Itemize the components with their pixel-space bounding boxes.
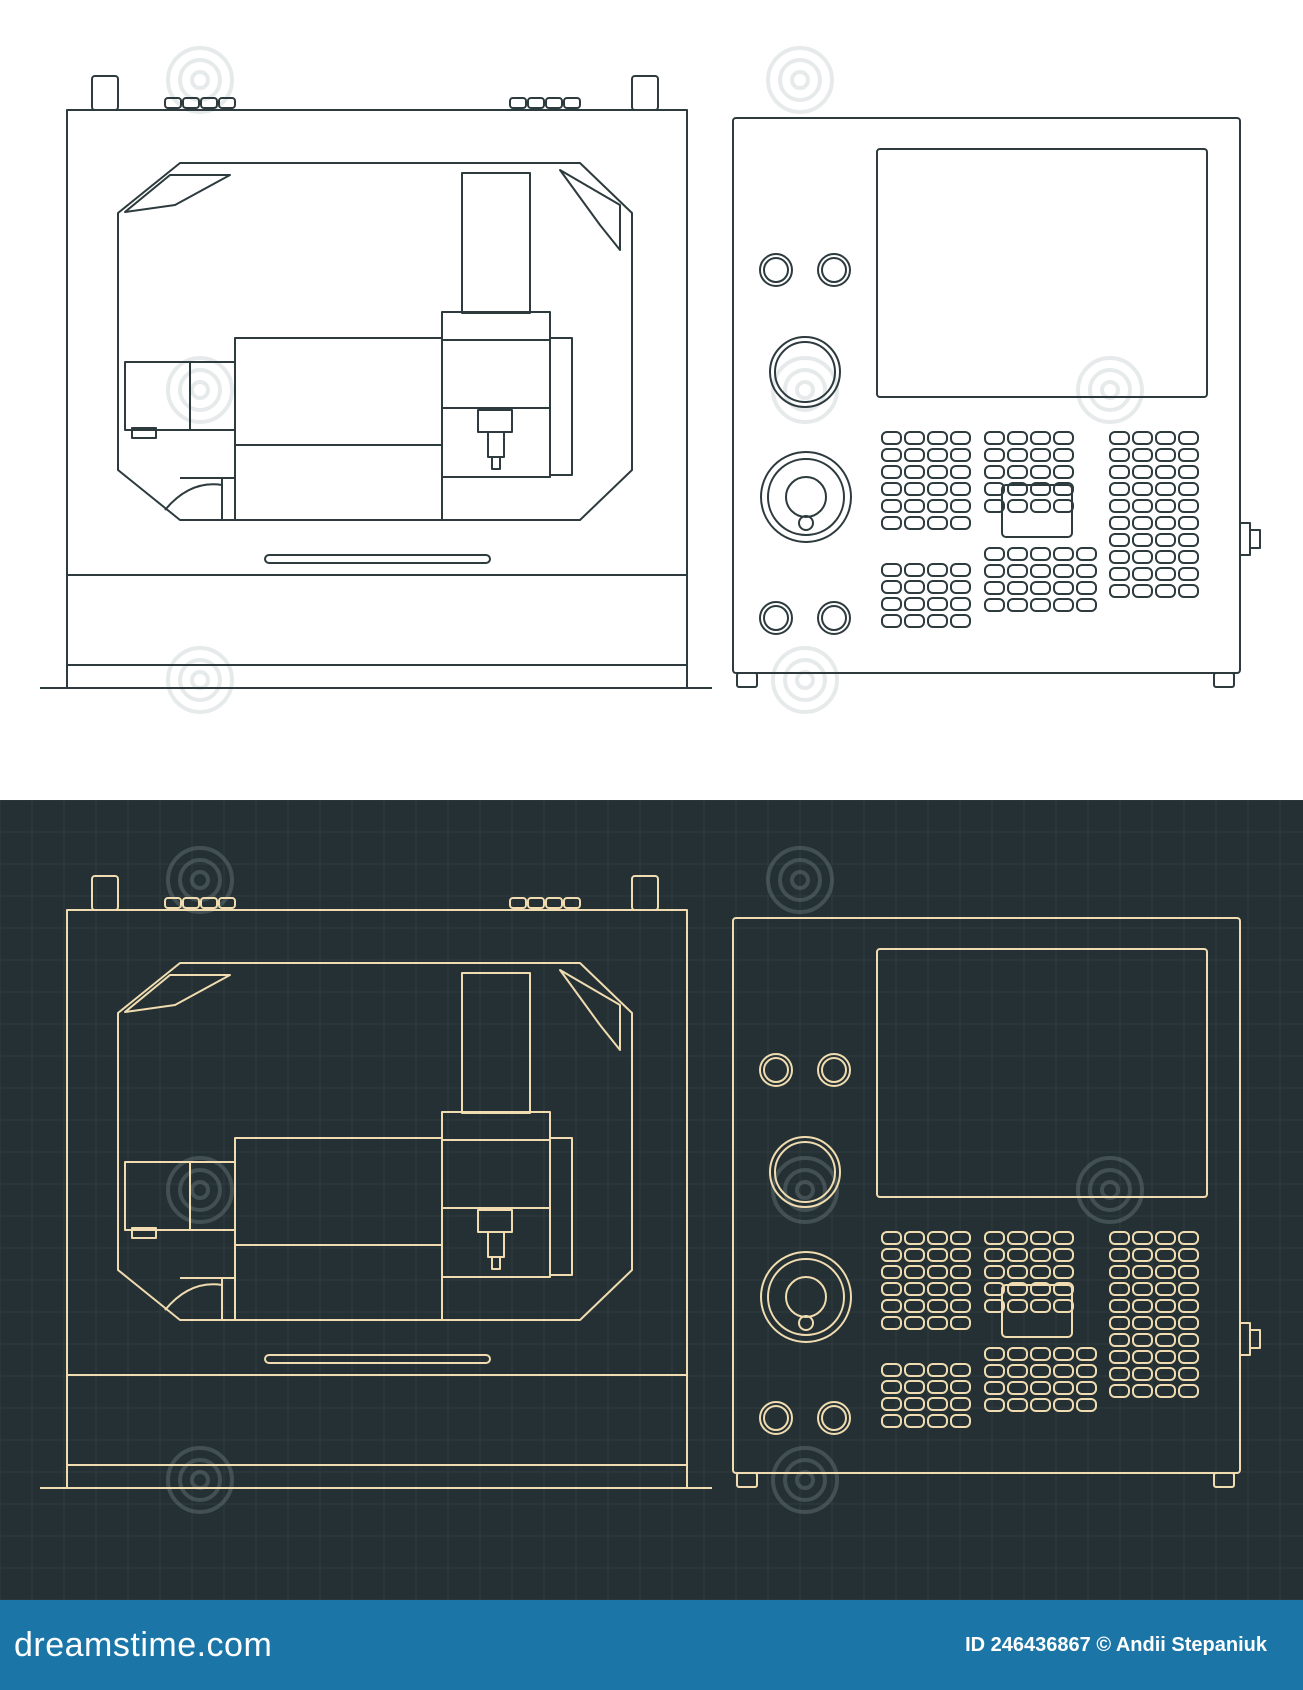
cnc-mill-drawing [40,75,712,689]
author-name: © Andii Stepaniuk [1096,1633,1267,1656]
spiral-logo-icon [771,1446,839,1514]
cnc-mill-drawing [40,875,712,1489]
spiral-logo-icon [166,356,234,424]
light-blueprint-panel [0,0,1303,800]
spiral-logo-icon [771,356,839,424]
controller-panel-drawing [732,117,1261,688]
spiral-logo-icon [166,1156,234,1224]
brand-logo[interactable]: dreamstime.com [14,1625,273,1664]
dark-blueprint-panel [0,800,1303,1600]
spiral-logo-icon [166,646,234,714]
footer-bar: dreamstime.com ID 246436867 © Andii Step… [0,1600,1303,1690]
spiral-logo-icon [771,1156,839,1224]
spiral-logo-icon [166,46,234,114]
controller-panel-drawing [732,917,1261,1488]
spiral-logo-icon [166,846,234,914]
spiral-logo-icon [766,46,834,114]
spiral-logo-icon [166,1446,234,1514]
spiral-logo-icon [766,846,834,914]
spiral-logo-icon [1076,356,1144,424]
image-id: ID 246436867 [965,1633,1091,1656]
spiral-logo-icon [771,646,839,714]
image-credit: ID 246436867 © Andii Stepaniuk [965,1634,1267,1657]
blueprint-grid [0,800,1303,1600]
